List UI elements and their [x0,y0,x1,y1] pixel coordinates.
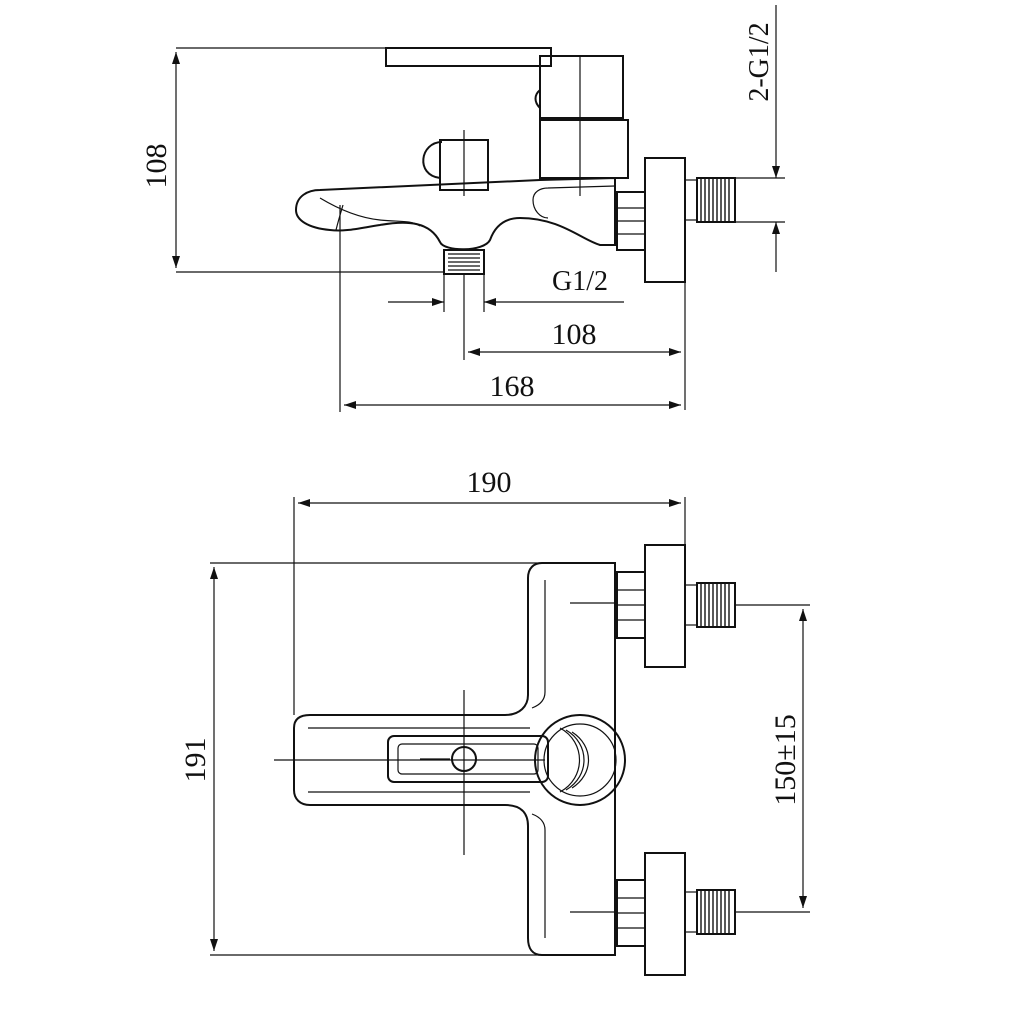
height-dim-label: 108 [140,144,173,189]
width-dimension: 190 [293,466,686,715]
side-lever-handle [385,47,624,119]
depth-dim-label: 191 [179,738,212,783]
width-dim-label: 190 [467,466,512,499]
side-outlet-thread [443,249,485,275]
height-dimension: 108 [140,47,444,273]
outlet-thread-label: G1/2 [552,266,608,297]
spout-to-wall-label: 168 [490,370,535,403]
outlet-to-wall-label: 108 [552,318,597,351]
top-lower-inlet [616,852,736,976]
inlet-spacing-dimension: 150±15 [736,604,810,913]
side-diverter-knob [422,130,489,196]
top-view: 190 191 150±15 [179,466,810,976]
top-upper-inlet [616,544,736,668]
side-inlet-connection [616,157,736,283]
inlet-thread-dimension: 2-G1/2 [736,5,785,272]
outlet-thread-dimension: G1/2 [388,266,624,312]
side-view: 108 G1/2 108 168 2-G1 [140,5,785,412]
outlet-to-wall-dimension: 108 [463,274,686,410]
inlet-spacing-label: 150±15 [769,714,802,805]
top-main-body [293,562,616,956]
spout-to-wall-dimension: 168 [339,205,681,412]
inlet-thread-label: 2-G1/2 [744,22,775,101]
depth-dimension: 191 [179,562,542,956]
top-centre-lines [274,602,615,913]
side-spout-body [294,176,616,251]
top-lever-slot [387,735,549,783]
